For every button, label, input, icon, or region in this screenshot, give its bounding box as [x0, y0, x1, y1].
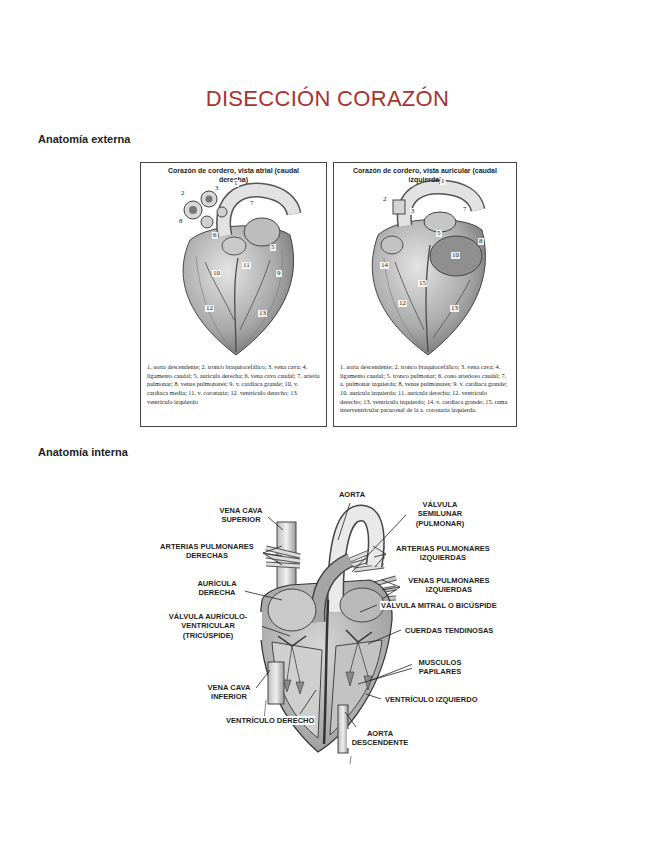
callout-number: 2 — [382, 196, 388, 203]
leader-lines-part — [382, 580, 400, 599]
leader-lines-part — [366, 694, 381, 699]
part-label: ARTERIAS PULMONARES IZQUIERDAS — [387, 544, 499, 563]
section-heading: Anatomía externa — [38, 133, 130, 145]
callout-number: 6 — [212, 232, 218, 239]
callout-number: 5 — [270, 244, 276, 251]
callout-number: 5 — [436, 230, 442, 237]
part-label: VENAS PULMONARES IZQUIERDAS — [400, 576, 498, 595]
heart-sketch-auricular-part — [424, 212, 456, 232]
heart-internal-part — [260, 580, 392, 752]
heart-sketch-atrial-part — [189, 206, 197, 214]
heart-sketch-atrial-part — [240, 260, 270, 330]
heart-sketch-atrial-part — [196, 250, 282, 350]
heart-internal-part — [283, 672, 372, 694]
callout-number: 9 — [276, 270, 282, 277]
callout-number: 12 — [205, 305, 214, 312]
panel-legend: 1. aorta descendente; 2. tronco braquioc… — [340, 363, 510, 415]
heart-sketch-atrial-part — [183, 226, 293, 355]
leader-lines-part — [373, 546, 386, 567]
heart-sketch-atrial-part — [206, 196, 213, 203]
heart-sketch-atrial-part — [222, 237, 246, 255]
leader-lines-part — [263, 546, 282, 565]
leader-lines-part — [300, 690, 316, 714]
callout-number: 15 — [418, 280, 427, 287]
heart-sketch-atrial-part — [184, 201, 202, 219]
heart-sketch-atrial-part — [201, 216, 213, 228]
part-label: VENA CAVA INFERIOR — [204, 683, 254, 702]
heart-sketch-atrial-part — [235, 258, 238, 352]
section-heading: Anatomía interna — [38, 446, 128, 458]
heart-sketch-atrial-part — [205, 262, 234, 320]
leader-lines — [240, 503, 413, 727]
panel-legend: 1. aorta descendente; 2. tronco braquioc… — [147, 363, 320, 406]
part-label: AORTA DESCENDENTE — [347, 729, 413, 748]
part-label: VENTRÍCULO DERECHO — [225, 716, 315, 725]
heart-sketch-atrial — [183, 190, 294, 355]
heart-sketch-auricular — [372, 187, 485, 355]
callout-number: 14 — [380, 262, 389, 269]
leader-lines-part — [358, 664, 413, 684]
part-label: VÁLVULA SEMILUNAR (PULMONAR) — [409, 500, 471, 528]
callout-number: 12 — [398, 300, 407, 307]
callout-number: 1 — [233, 180, 239, 187]
callout-number: 8 — [178, 218, 184, 225]
heart-internal-part — [266, 548, 300, 566]
callout-number: 3 — [214, 185, 220, 192]
heart-sketch-auricular-part — [426, 245, 430, 352]
leader-lines-part — [368, 630, 401, 644]
leader-lines-part — [345, 712, 356, 727]
part-label: CUERDAS TENDINOSAS — [404, 626, 494, 635]
heart-internal — [260, 513, 396, 764]
figure-panel: Corazón de cordero, vista atrial (caudal… — [140, 162, 327, 427]
heart-sketch-auricular-part — [372, 219, 485, 355]
callout-number: 10 — [212, 270, 221, 277]
page-title: DISECCIÓN CORAZÓN — [0, 86, 655, 112]
heart-internal-part — [268, 589, 316, 631]
leader-lines-part — [268, 517, 283, 530]
heart-internal-part — [287, 642, 368, 682]
heart-internal-part — [324, 600, 328, 744]
heart-sketch-atrial-part — [201, 191, 217, 207]
part-label: AURÍCULA DERECHA — [189, 579, 245, 598]
heart-sketch-auricular-part — [395, 262, 470, 338]
heart-internal-part — [340, 588, 384, 622]
callout-number: 13 — [258, 310, 267, 317]
leader-lines-part — [256, 670, 270, 688]
leader-lines-part — [338, 503, 350, 540]
heart-sketch-atrial-part — [244, 218, 280, 246]
part-label: VENTRÍCULO IZQUIERDO — [384, 695, 479, 704]
heart-internal-part — [266, 548, 300, 566]
part-label: VENA CAVA SUPERIOR — [216, 506, 266, 525]
callout-number: 2 — [180, 190, 186, 197]
part-label: MUSCULOS PAPILARES — [412, 658, 468, 677]
heart-sketch-auricular-part — [430, 236, 482, 276]
callout-number: 10 — [451, 252, 460, 259]
callout-number: 3 — [410, 208, 416, 215]
callout-number: 13 — [450, 305, 459, 312]
callout-number: 1 — [440, 178, 446, 185]
part-label: ARTERIAS PULMONARES DERECHAS — [151, 542, 263, 561]
part-label: AORTA — [327, 490, 377, 499]
heart-internal-part — [264, 700, 351, 764]
heart-sketch-auricular-part — [384, 258, 424, 350]
callout-number: 7 — [249, 200, 255, 207]
heart-sketch-atrial-part — [217, 207, 227, 217]
leader-lines-part — [261, 626, 290, 636]
figure-panel: Corazón de cordero, vista auricular (cau… — [333, 162, 517, 427]
callout-number: 7 — [462, 206, 468, 213]
panel-heading: Corazón de cordero, vista auricular (cau… — [348, 167, 502, 185]
heart-internal-part — [268, 662, 284, 704]
callout-number: 11 — [242, 262, 251, 269]
callout-number: 8 — [478, 238, 484, 245]
heart-sketch-auricular-part — [393, 200, 405, 214]
part-label: VÁLVULA AURÍCULO-VENTRICULAR (TRICÚSPIDE… — [154, 612, 262, 640]
heart-sketch-auricular-part — [381, 236, 403, 254]
leader-lines-part — [360, 605, 377, 612]
leader-lines-part — [240, 590, 282, 600]
part-label: VÁLVULA MITRAL O BICÚSPIDE — [380, 601, 498, 610]
